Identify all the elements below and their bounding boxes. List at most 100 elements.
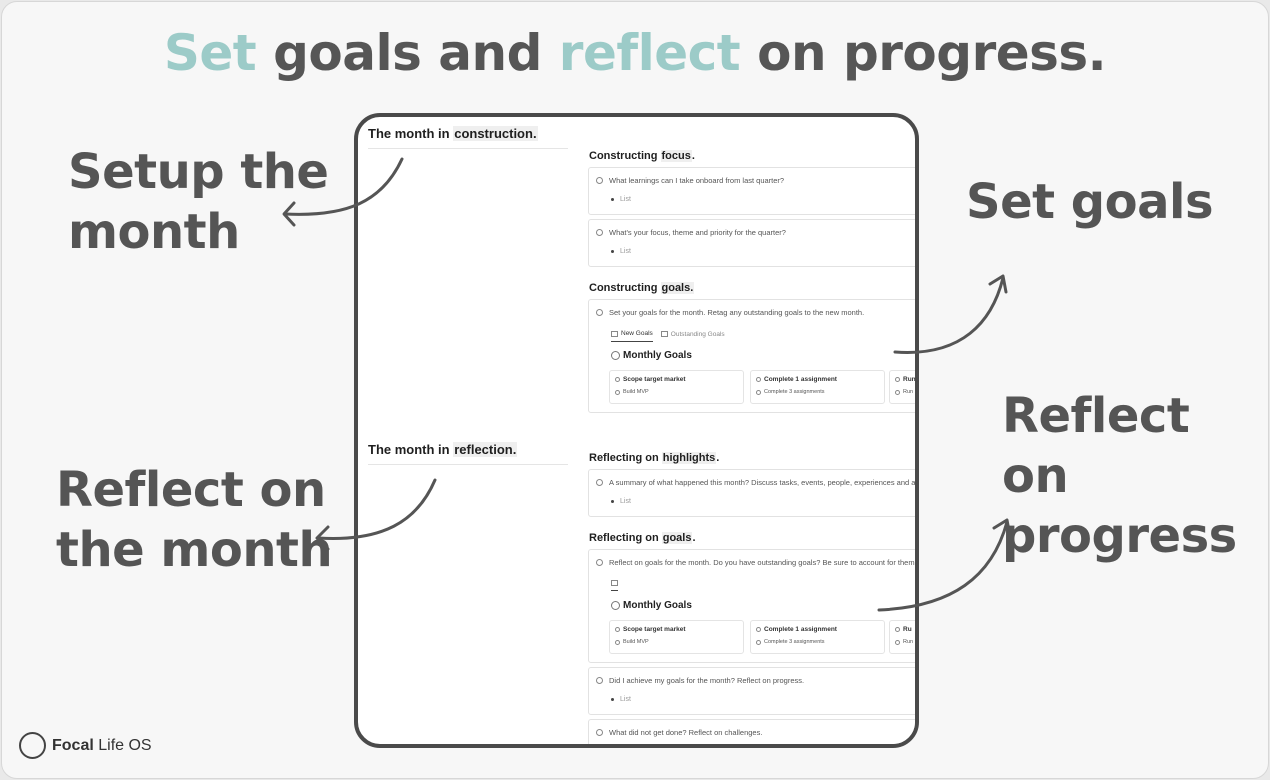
goal-card-sub: Build MVP (623, 389, 649, 395)
goal-card[interactable]: Scope target market Build MVP (609, 620, 744, 654)
goal-card[interactable]: Scope target market Build MVP (609, 370, 744, 404)
tab-outstanding-goals-label: Outstanding Goals (670, 330, 725, 338)
goal-card-title: Complete 1 assignment (764, 376, 837, 383)
callout-set-goals: Set goals (966, 172, 1214, 232)
gallery-icon (611, 580, 618, 586)
goal-card-title: Complete 1 assignment (764, 626, 837, 633)
device-mockup: The month in construction. Constructing … (354, 113, 919, 748)
goal-card-title: Ru (903, 626, 912, 633)
question-text: Set your goals for the month. Retag any … (609, 308, 865, 317)
brand-text: Focal Life OS (52, 737, 152, 755)
question-text: What did not get done? Reflect on challe… (609, 728, 763, 737)
tab-outstanding-goals[interactable]: Outstanding Goals (660, 330, 725, 342)
goals-title-highlight: goals. (660, 282, 695, 294)
highlights-title-highlight: highlights (661, 452, 717, 464)
list-item: List (611, 498, 631, 505)
circle-icon[interactable] (596, 479, 603, 486)
goal-card[interactable]: Run Run (889, 370, 916, 404)
callout-reflect-month-line2: the month (56, 522, 333, 578)
goal-icon (615, 627, 620, 632)
reflection-title-highlight: reflection. (453, 442, 518, 457)
goal-card-sub: Build MVP (623, 639, 649, 645)
gallery-icon (660, 331, 668, 337)
callout-setup-month: Setup the month (68, 142, 329, 262)
question-row: Set your goals for the month. Retag any … (596, 308, 864, 317)
focus-question-2[interactable]: What's your focus, theme and priority fo… (588, 219, 915, 267)
question-text: A summary of what happened this month? D… (609, 478, 916, 487)
goal-card[interactable]: Complete 1 assignment Complete 3 assignm… (750, 370, 885, 404)
reflect-goals-title-highlight: goals (661, 532, 693, 544)
goal-icon (895, 377, 900, 382)
list-text: List (620, 248, 631, 255)
goal-card-sub: Run (903, 639, 914, 645)
goals-card[interactable]: Set your goals for the month. Retag any … (588, 299, 916, 413)
goal-icon (895, 389, 900, 395)
question-row: What learnings can I take onboard from l… (596, 176, 784, 185)
circle-icon[interactable] (596, 677, 603, 684)
callout-reflect-month: Reflect on the month (56, 460, 333, 580)
goal-icon (756, 627, 761, 632)
goal-card[interactable]: Ru Run (889, 620, 915, 654)
reflection-title-pre: The month in (368, 442, 454, 457)
list-item: List (611, 248, 631, 255)
goal-card-title: Scope target market (623, 626, 686, 633)
question-text: Reflect on goals for the month. Do you h… (609, 558, 915, 567)
goal-icon (756, 389, 761, 395)
circle-icon[interactable] (596, 559, 603, 566)
construction-title-highlight: construction. (453, 126, 538, 141)
brand-bold: Focal (52, 736, 94, 754)
goal-icon (895, 627, 900, 632)
bullet-icon (611, 698, 614, 701)
goals-title: Constructing goals. (589, 282, 695, 294)
reflect-goals-title: Reflecting on goals. (589, 532, 696, 544)
circle-icon[interactable] (596, 229, 603, 236)
goal-icon (895, 639, 900, 645)
headline-set: Set (163, 24, 257, 82)
goal-icon (615, 377, 620, 382)
reflection-divider (368, 464, 568, 465)
notion-page[interactable]: The month in construction. Constructing … (358, 117, 916, 744)
callout-setup-line2: month (68, 204, 240, 260)
gallery-icon (611, 330, 618, 337)
construction-title-pre: The month in (368, 126, 454, 141)
goal-icon (756, 639, 761, 645)
goal-card-sub: Run (903, 389, 914, 395)
question-text: What learnings can I take onboard from l… (609, 176, 785, 185)
circle-icon[interactable] (596, 729, 603, 736)
monthly-goals-title[interactable]: Monthly Goals (611, 350, 692, 361)
bullet-icon (611, 500, 614, 503)
focus-title-pre: Constructing (589, 150, 661, 162)
goal-icon (615, 639, 620, 645)
list-text: List (620, 196, 631, 203)
highlights-title: Reflecting on highlights. (589, 452, 719, 464)
reflect-goals-card[interactable]: Reflect on goals for the month. Do you h… (588, 549, 915, 663)
target-icon (611, 601, 620, 610)
goal-card-title: Run (903, 376, 916, 383)
highlights-title-post: . (716, 452, 720, 464)
reflect-goals-title-post: . (692, 532, 696, 544)
tab-gallery[interactable] (611, 580, 618, 591)
goal-card-sub: Complete 3 assignments (764, 389, 825, 395)
focus-title-post: . (691, 150, 695, 162)
bullet-icon (611, 198, 614, 201)
goal-card-sub: Complete 3 assignments (764, 639, 825, 645)
goal-card[interactable]: Complete 1 assignment Complete 3 assignm… (750, 620, 885, 654)
highlights-question[interactable]: A summary of what happened this month? D… (588, 469, 916, 517)
goals-title-pre: Constructing (589, 282, 661, 294)
circle-icon[interactable] (596, 309, 603, 316)
callout-reflect-progress-line1: Reflect on (1002, 388, 1190, 504)
question-text: What's your focus, theme and priority fo… (609, 228, 786, 237)
callout-set-goals-text: Set goals (966, 174, 1214, 230)
question-text: Did I achieve my goals for the month? Re… (609, 676, 805, 685)
achievement-question[interactable]: Did I achieve my goals for the month? Re… (588, 667, 915, 715)
circle-icon[interactable] (596, 177, 603, 184)
tab-new-goals[interactable]: New Goals (611, 330, 653, 342)
monthly-goals-label: Monthly Goals (623, 600, 692, 611)
challenges-question[interactable]: What did not get done? Reflect on challe… (588, 719, 915, 744)
monthly-goals-title[interactable]: Monthly Goals (611, 600, 692, 611)
headline-mid: goals and (256, 24, 559, 82)
focus-question-1[interactable]: What learnings can I take onboard from l… (588, 167, 915, 215)
reflect-goals-view-tabs (611, 580, 618, 591)
brand-rest: Life OS (93, 736, 152, 754)
